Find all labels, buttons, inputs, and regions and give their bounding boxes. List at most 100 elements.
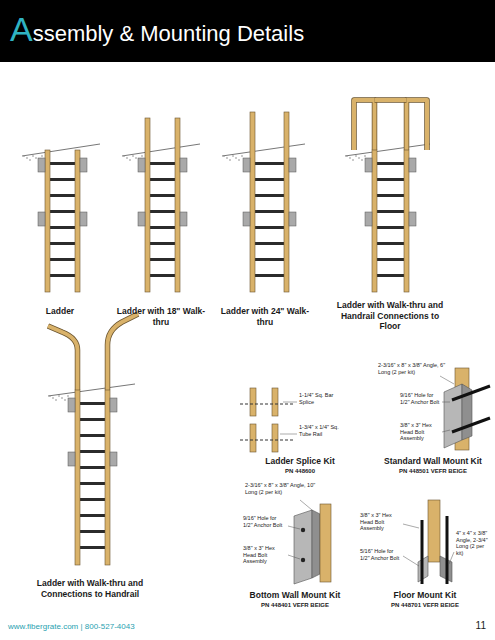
floor-edge bbox=[22, 144, 100, 156]
wall-bracket bbox=[138, 158, 145, 172]
handrail bbox=[48, 326, 78, 390]
figure-caption: Ladder with 18" Walk-thru bbox=[112, 306, 210, 327]
wall-bracket bbox=[365, 158, 372, 172]
floor-rubble bbox=[67, 395, 69, 397]
handrail bbox=[354, 100, 375, 150]
callout-label: 3/8" x 3" Hex Head Bolt Assembly bbox=[243, 545, 287, 565]
rung bbox=[377, 274, 404, 277]
floor-rubble bbox=[141, 155, 143, 157]
handrail bbox=[354, 100, 375, 150]
wall-bracket bbox=[180, 212, 187, 226]
callout-label: 1-3/4" x 1/4" Sq. Tube Rail bbox=[299, 424, 343, 437]
rung bbox=[80, 498, 105, 501]
floor-rubble bbox=[123, 155, 125, 157]
rung bbox=[255, 242, 284, 245]
kit-name: Standard Wall Mount Kit bbox=[373, 456, 493, 466]
wall-bracket bbox=[409, 212, 416, 226]
rail bbox=[404, 150, 409, 292]
floor-rubble bbox=[126, 157, 128, 159]
rung bbox=[50, 162, 75, 165]
callout-label: 3/8" x 3" Hex Head Bolt Assembly bbox=[360, 512, 402, 532]
floor-rubble bbox=[364, 155, 366, 157]
callout-label: 9/16" Hole for 1/2" Anchor Bolt bbox=[400, 392, 440, 405]
kit-drawings bbox=[240, 368, 490, 584]
floor-rubble bbox=[49, 395, 51, 397]
floor-rubble bbox=[61, 397, 63, 399]
handrail bbox=[407, 100, 428, 150]
wall-bracket bbox=[365, 212, 372, 226]
rung bbox=[150, 258, 175, 261]
floor-rubble bbox=[229, 159, 231, 161]
floor-rubble bbox=[355, 155, 357, 157]
rung bbox=[80, 402, 105, 405]
rail bbox=[45, 150, 50, 292]
rung bbox=[50, 210, 75, 213]
callout-label: 5/16" Hole for 1/2" Anchor Bolt bbox=[360, 548, 402, 561]
floor-rubble bbox=[135, 157, 137, 159]
rung bbox=[50, 274, 75, 277]
callout-label: 1-1/4" Sq. Bar Splice bbox=[299, 392, 339, 405]
page-number: 11 bbox=[440, 620, 486, 632]
rung bbox=[80, 514, 105, 517]
floor-rubble bbox=[32, 155, 34, 157]
rail bbox=[284, 112, 289, 292]
handrail bbox=[375, 98, 407, 102]
rail bbox=[75, 390, 80, 565]
floor-rubble bbox=[232, 155, 234, 157]
wall-bracket bbox=[409, 158, 416, 172]
floor-rubble bbox=[241, 155, 243, 157]
rung bbox=[377, 162, 404, 165]
wall-bracket bbox=[180, 158, 187, 172]
rung bbox=[377, 242, 404, 245]
kit-name: Floor Mount Kit bbox=[365, 590, 485, 600]
rung bbox=[80, 466, 105, 469]
floor-rubble bbox=[41, 155, 43, 157]
floor-rubble bbox=[58, 395, 60, 397]
wall-bracket bbox=[243, 212, 250, 226]
page-title: Assembly & Mounting Details bbox=[10, 14, 304, 49]
figure-caption: Ladder with Walk-thru and Handrail Conne… bbox=[330, 300, 450, 332]
callout-label: 4" x 4" x 3/8" Angle, 2-3/4" Long (2 per… bbox=[456, 530, 492, 556]
floor-rubble bbox=[64, 399, 66, 401]
handrail bbox=[108, 314, 139, 390]
floor-edge bbox=[345, 144, 430, 156]
part-number: PN 448501 VEFR BEIGE bbox=[373, 467, 493, 475]
rung bbox=[255, 226, 284, 229]
handrail bbox=[108, 314, 139, 390]
part-number: PN 448401 VEFR BEIGE bbox=[235, 601, 355, 609]
wall-bracket bbox=[38, 212, 45, 226]
rung bbox=[80, 450, 105, 453]
figure-caption: Ladder bbox=[15, 306, 105, 317]
floor-rubble bbox=[358, 157, 360, 159]
rung bbox=[150, 274, 175, 277]
handrail bbox=[375, 97, 407, 103]
callout-label: 9/16" Hole for 1/2" Anchor Bolt bbox=[243, 515, 287, 528]
rung bbox=[150, 210, 175, 213]
floor-rubble bbox=[55, 399, 57, 401]
handrail bbox=[407, 100, 428, 150]
handrail bbox=[48, 326, 78, 390]
floor-edge bbox=[222, 144, 305, 156]
rung bbox=[50, 258, 75, 261]
wall-bracket bbox=[110, 398, 117, 412]
wall-bracket bbox=[289, 212, 296, 226]
figure-caption: Ladder with 24" Walk-thru bbox=[215, 306, 315, 327]
rung bbox=[377, 226, 404, 229]
floor-rubble bbox=[346, 155, 348, 157]
rail bbox=[250, 112, 255, 292]
rung bbox=[80, 434, 105, 437]
rail bbox=[175, 118, 180, 292]
rung bbox=[50, 194, 75, 197]
wall-bracket bbox=[243, 158, 250, 172]
callout-label: 3/8" x 3" Hex Head Bolt Assembly bbox=[400, 422, 440, 442]
rung bbox=[80, 418, 105, 421]
wall-bracket bbox=[68, 452, 75, 466]
rung bbox=[255, 210, 284, 213]
rung bbox=[150, 226, 175, 229]
kit-name: Ladder Splice Kit bbox=[240, 456, 360, 466]
ladder-drawings bbox=[22, 100, 430, 565]
rung bbox=[80, 482, 105, 485]
floor-rubble bbox=[223, 155, 225, 157]
rung bbox=[50, 178, 75, 181]
floor-rubble bbox=[349, 157, 351, 159]
